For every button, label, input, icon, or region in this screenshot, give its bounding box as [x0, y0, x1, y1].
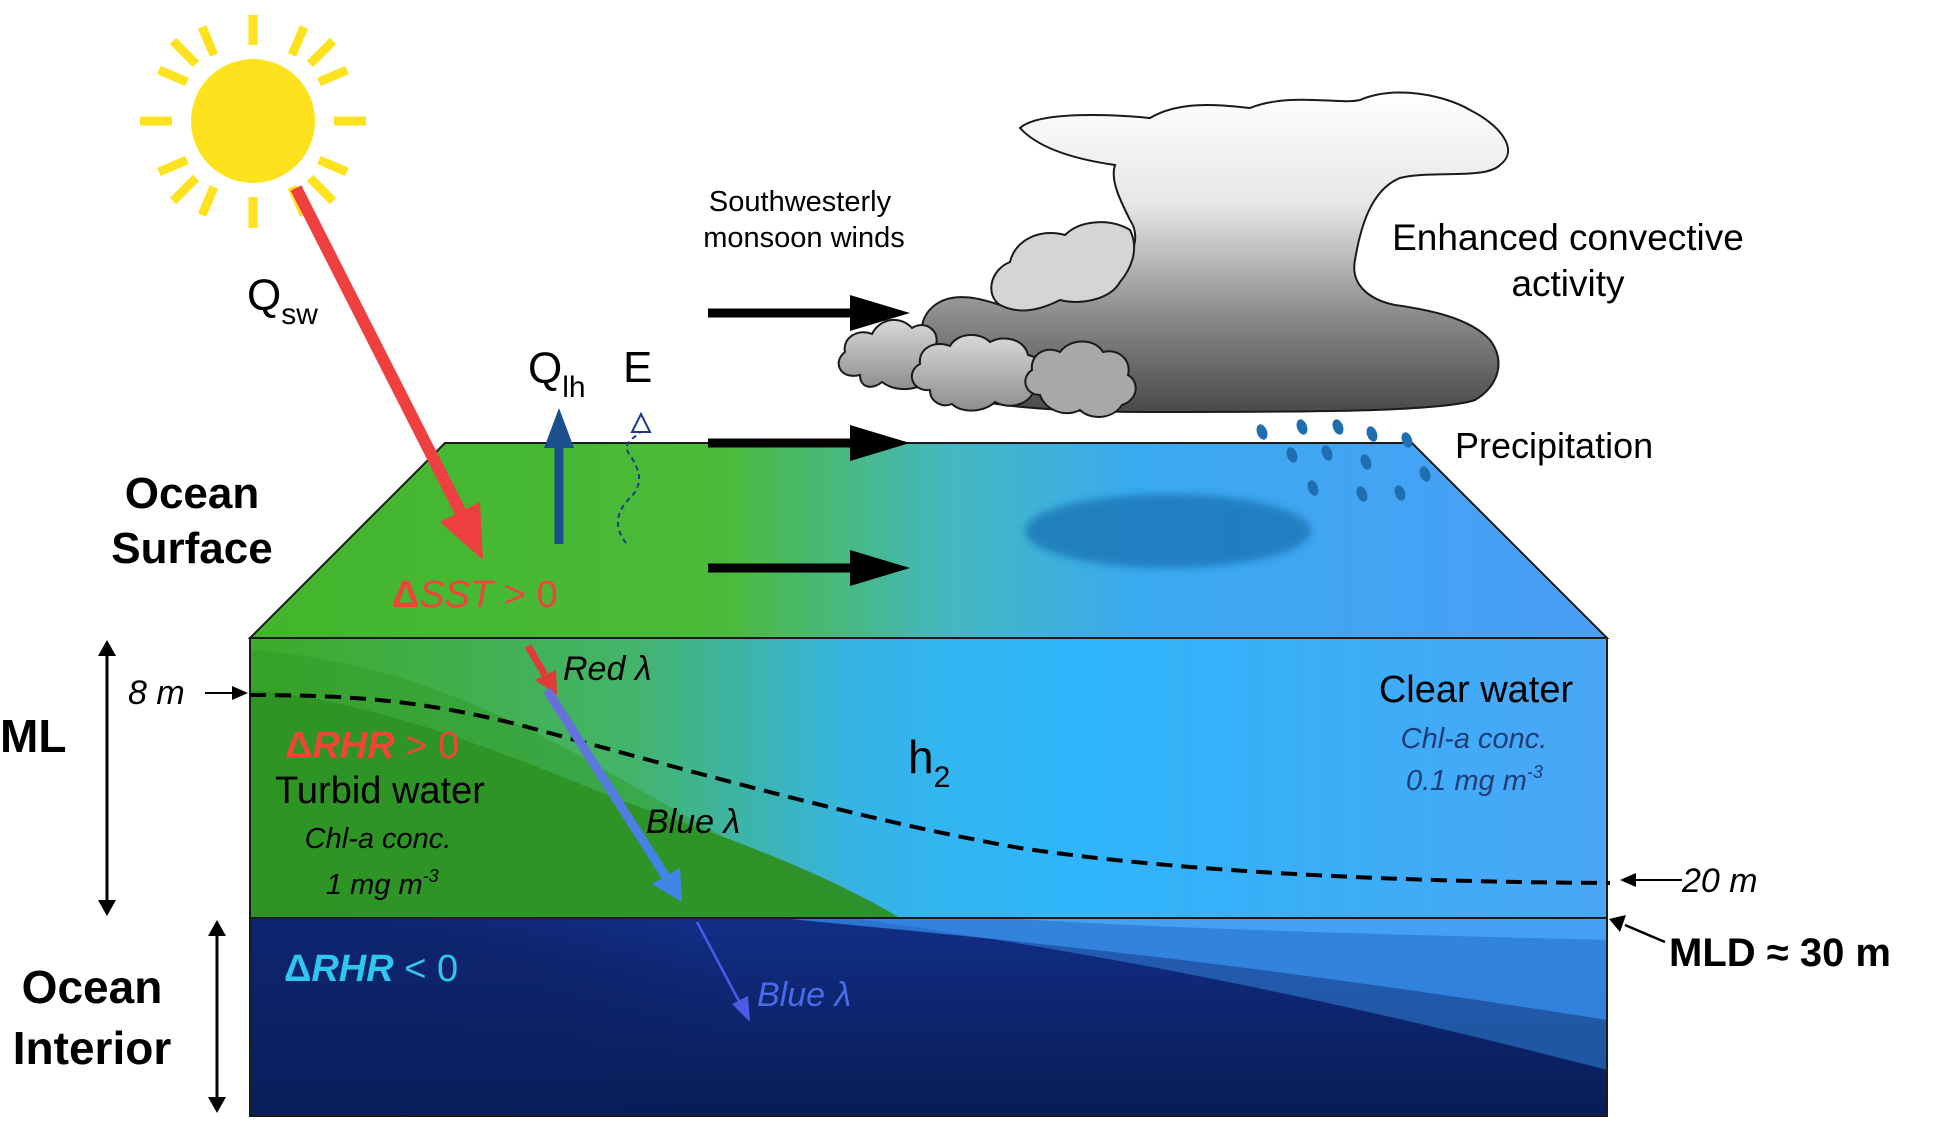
evaporation-label: E [623, 343, 652, 392]
blue-lambda-ml-label: Blue λ [646, 803, 740, 841]
clear-chl-line1: Chl-a conc. [1401, 723, 1548, 755]
shortwave-radiation-arrow [290, 185, 483, 560]
qlh-label: Qlh [528, 344, 586, 404]
blue-light-arrow-mixed-layer [543, 687, 682, 902]
h2-depth-curve [249, 693, 1611, 885]
ocean-surface-label-line2: Surface [111, 524, 272, 573]
ocean-surface-label-line1: Ocean [125, 469, 260, 518]
winds-label-line2: monsoon winds [703, 222, 905, 254]
monsoon-wind-arrows [708, 295, 910, 586]
precipitation-label: Precipitation [1455, 425, 1653, 466]
turbid-water-label: Turbid water [275, 770, 485, 812]
delta-rhr-positive-label: ΔRHR > 0 [285, 725, 459, 767]
ml-label: ML [0, 710, 66, 762]
turbid-chl-line2: 1 mg m-3 [326, 866, 439, 901]
qsw-label: Qsw [247, 271, 318, 331]
blue-light-arrow-interior [695, 921, 750, 1022]
clear-chl-line2: 0.1 mg m-3 [1406, 762, 1543, 797]
winds-label-line1: Southwesterly [709, 186, 892, 218]
depth-8m-pointer [205, 686, 248, 700]
blue-lambda-interior-label: Blue λ [757, 976, 851, 1014]
mld-pointer [1609, 915, 1666, 944]
clear-water-label: Clear water [1379, 669, 1574, 711]
depth-20m-label: 20 m [1681, 862, 1758, 900]
sun-icon [140, 15, 366, 228]
convective-label-line2: activity [1511, 263, 1625, 304]
ocean-interior-label-line1: Ocean [22, 961, 163, 1013]
delta-rhr-negative-label: ΔRHR < 0 [284, 948, 458, 990]
interior-depth-arrow [208, 920, 226, 1113]
h2-label: h2 [908, 731, 950, 794]
turbid-water-region [250, 690, 900, 918]
depth-8m-label: 8 m [128, 674, 185, 712]
evaporation-arrow [616, 411, 652, 544]
storm-cloud-icon [837, 91, 1510, 418]
ocean-interior-label-line2: Interior [13, 1022, 172, 1074]
warm-pool-patch [1025, 494, 1311, 568]
red-lambda-label: Red λ [563, 650, 652, 688]
turbid-chl-line1: Chl-a conc. [305, 823, 452, 855]
convective-label-line1: Enhanced convective [1392, 217, 1744, 258]
ml-depth-arrow [98, 640, 116, 916]
depth-20m-pointer [1620, 873, 1682, 887]
rain-drops-icon [1256, 419, 1431, 502]
mld-label: MLD ≈ 30 m [1669, 931, 1891, 975]
latent-heat-arrow [544, 408, 574, 544]
delta-sst-label: ΔSST > 0 [392, 574, 558, 616]
